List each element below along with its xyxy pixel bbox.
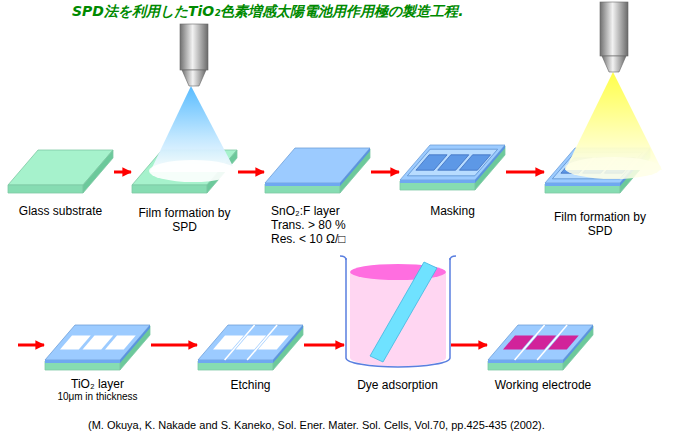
step-text: 10μm in thickness bbox=[45, 391, 150, 403]
step-label: Masking bbox=[400, 204, 505, 218]
process-step: Film formation by SPD bbox=[545, 146, 655, 242]
step-text: Res. < 10 Ω/□ bbox=[271, 232, 370, 246]
process-arrow bbox=[304, 344, 344, 347]
step-label: Dye adsorption bbox=[345, 378, 450, 392]
step-text: Working electrode bbox=[488, 378, 598, 392]
step-text: Glass substrate bbox=[8, 204, 113, 218]
step-label: Film formation by SPD bbox=[545, 210, 655, 238]
title-text: SPD法を利用したTiO₂色素増感太陽電池用作用極の製造工程. bbox=[72, 3, 464, 21]
process-step: Glass substrate bbox=[8, 146, 113, 222]
step-label: Etching bbox=[198, 378, 303, 392]
step-label: Working electrode bbox=[488, 378, 598, 392]
citation-caption: (M. Okuya, K. Nakade and S. Kaneko, Sol.… bbox=[88, 419, 545, 431]
process-arrow bbox=[238, 171, 264, 174]
process-step: Masking bbox=[400, 143, 505, 222]
process-step: Film formation by SPD bbox=[132, 146, 237, 238]
process-arrow bbox=[371, 171, 399, 174]
step-text: Film formation by SPD bbox=[545, 210, 655, 238]
process-arrow bbox=[506, 171, 544, 174]
step-text: TiO₂ layer bbox=[45, 377, 150, 391]
step-text: Etching bbox=[198, 378, 303, 392]
step-label: Glass substrate bbox=[8, 204, 113, 218]
step-text: SnO₂:F layer bbox=[271, 204, 370, 218]
step-label: TiO₂ layer10μm in thickness bbox=[45, 377, 150, 403]
process-step: Working electrode bbox=[488, 321, 598, 396]
process-step: SnO₂:F layerTrans. > 80 %Res. < 10 Ω/□ bbox=[265, 146, 370, 250]
step-text: Dye adsorption bbox=[345, 378, 450, 392]
step-text: Film formation by SPD bbox=[132, 206, 237, 234]
process-step: TiO₂ layer10μm in thickness bbox=[45, 321, 150, 407]
step-label: Film formation by SPD bbox=[132, 206, 237, 234]
process-step: Etching bbox=[198, 321, 303, 396]
process-arrow bbox=[18, 344, 44, 347]
step-text: Masking bbox=[400, 204, 505, 218]
process-arrow bbox=[114, 171, 131, 174]
step-label: SnO₂:F layerTrans. > 80 %Res. < 10 Ω/□ bbox=[265, 204, 370, 246]
process-arrow bbox=[451, 344, 487, 347]
process-step: Dye adsorption bbox=[345, 321, 450, 396]
process-arrow bbox=[151, 344, 197, 347]
step-text: Trans. > 80 % bbox=[271, 218, 370, 232]
